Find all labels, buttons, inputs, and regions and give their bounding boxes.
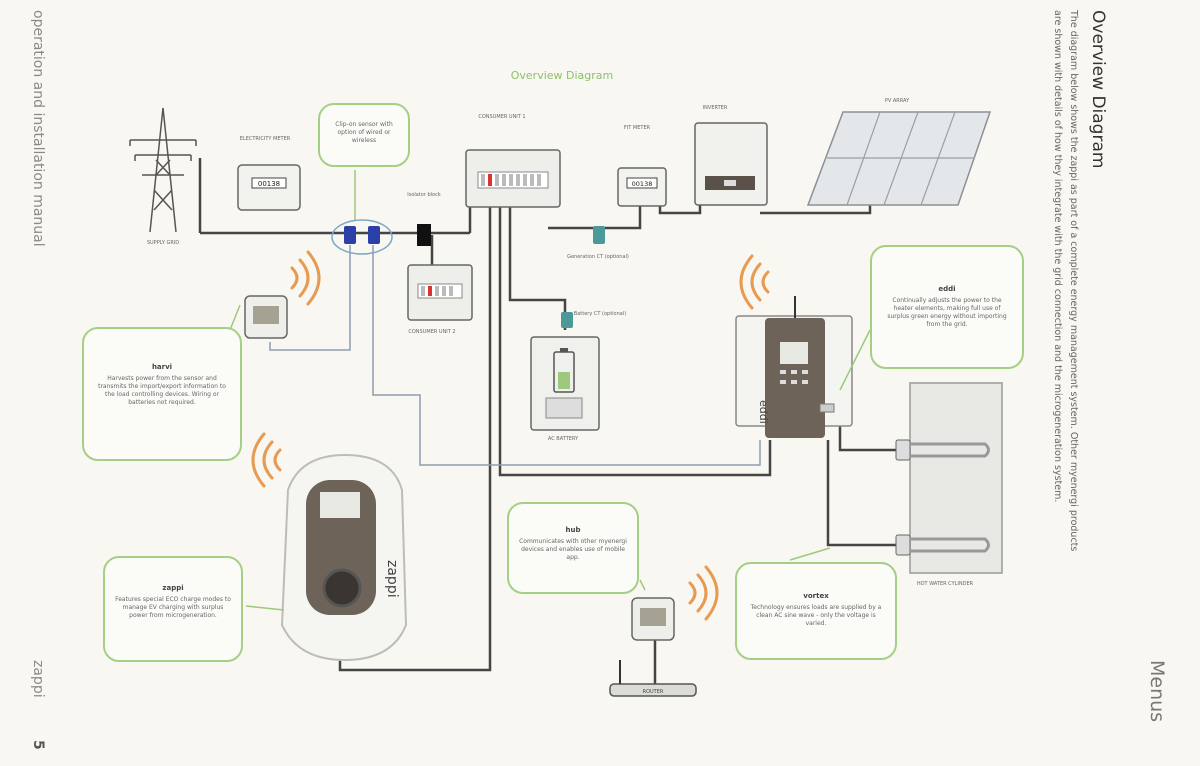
meter-reading-1: 00138 (258, 180, 280, 188)
meter-reading-2: 00138 (632, 180, 653, 188)
isolator-block (417, 224, 431, 246)
battery-icon (553, 348, 575, 393)
pylon-icon (129, 107, 197, 233)
hot-water-cylinder-label: HOT WATER CYLINDER (917, 581, 974, 587)
wifi-signal-icon (688, 565, 719, 621)
inverter-label: INVERTER (703, 105, 728, 111)
isolator-block-label: Isolator block (407, 192, 441, 198)
hub-callout: hub Communicates with other myenergi dev… (507, 502, 639, 594)
eddi-callout: eddi Continually adjusts the power to th… (870, 245, 1024, 369)
wifi-signal-icon (290, 250, 321, 306)
inverter (694, 122, 768, 206)
eddi-brand: eddi (757, 400, 770, 424)
fit-meter-label: FIT METER (624, 125, 651, 131)
wifi-signal-icon (739, 254, 770, 310)
ac-battery-label: AC BATTERY (548, 436, 579, 442)
vortex-callout: vortex Technology ensures loads are supp… (735, 562, 897, 660)
router-label: ROUTER (643, 689, 664, 695)
zappi-brand: zappi (384, 560, 400, 598)
zappi-callout: zappi Features special ECO charge modes … (103, 556, 243, 662)
eddi-device (765, 318, 825, 438)
supply-grid-label: SUPPLY GRID (147, 240, 179, 246)
electricity-meter-label: ELECTRICITY METER (240, 136, 291, 142)
clip-on-sensor-1 (344, 226, 356, 244)
solar-panel-icon (806, 111, 992, 206)
battery-ct (561, 312, 573, 328)
consumer-unit-2-label: CONSUMER UNIT 2 (408, 329, 455, 335)
consumer-unit-1-label: CONSUMER UNIT 1 (478, 114, 525, 120)
generation-ct-label: Generation CT (optional) (567, 254, 629, 260)
battery-ct-label: Battery CT (optional) (574, 311, 626, 317)
router (609, 683, 697, 697)
pv-array-label: PV ARRAY (885, 98, 910, 104)
clip-on-sensor-2 (368, 226, 380, 244)
clip-on-sensor-callout: Clip-on sensor with option of wired or w… (318, 103, 410, 167)
harvi-callout: harvi Harvests power from the sensor and… (82, 327, 242, 461)
wifi-signal-icon (251, 432, 282, 488)
generation-ct (593, 226, 605, 244)
diagram-title: Overview Diagram (511, 69, 614, 82)
